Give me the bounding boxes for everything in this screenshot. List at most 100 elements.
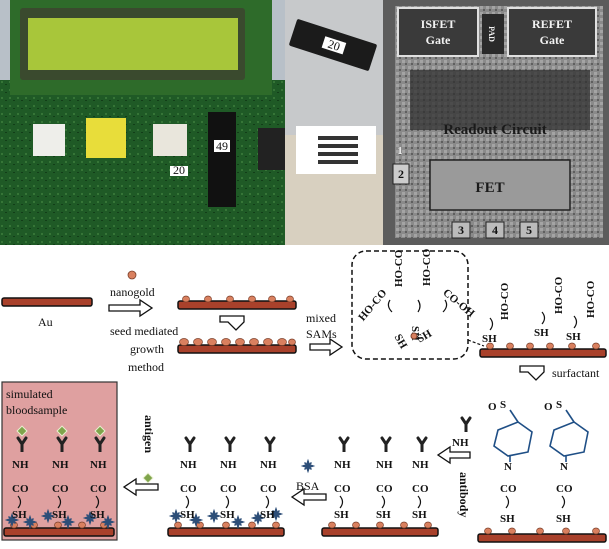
blood-co-3: CO — [90, 483, 107, 495]
arrow-down-surfactant — [519, 365, 545, 381]
nhs-s-2: S — [556, 399, 562, 411]
zoom-sh-2: SH — [392, 332, 410, 351]
seed-label-3: method — [128, 360, 164, 374]
nhs-sh-1: SH — [500, 513, 515, 525]
sams-label: SAMs — [306, 327, 337, 341]
fet-label: FET — [475, 180, 504, 196]
surfactant-label: surfactant — [552, 366, 600, 380]
sam-ho-co-3: HO-CO — [585, 280, 597, 318]
arrow-nanogold — [108, 298, 154, 318]
bsa-label: BSA — [296, 479, 320, 493]
seed-label-2: growth — [130, 342, 164, 356]
photo-board: 49 20 — [0, 0, 285, 245]
nhs-s-1: S — [500, 399, 506, 411]
blood-nh-2: NH — [52, 459, 69, 471]
antigen-label: antigen — [142, 415, 156, 453]
photo-die: ISFET Gate PAD REFET Gate Readout Circui… — [383, 0, 609, 245]
refet-gate — [507, 7, 597, 57]
connector — [258, 128, 285, 170]
ab-co-1: CO — [334, 483, 351, 495]
isfet-label: ISFET — [421, 17, 456, 31]
bsa-co-2: CO — [220, 483, 237, 495]
au-label: Au — [38, 315, 53, 329]
refet-label: REFET — [532, 17, 572, 31]
board-label-1: 49 — [216, 139, 228, 153]
zoom-ho-co-3: HO-CO — [356, 287, 389, 324]
sam-ho-co-2: HO-CO — [553, 276, 565, 314]
ab-sh-3: SH — [412, 509, 427, 521]
blood-nh-3: NH — [90, 459, 107, 471]
bsa-substrate: NH NH NH CO CO CO SH SH SH — [167, 436, 285, 537]
seeded-substrate — [177, 295, 297, 310]
seed-label-1: seed mediated — [110, 324, 178, 338]
nanogold-label: nanogold — [110, 285, 155, 299]
nanogold-dot — [127, 270, 137, 280]
blood-sh-3: SH — [90, 509, 105, 521]
isfet-gate — [397, 7, 479, 57]
bsa-co-3: CO — [260, 483, 277, 495]
grown-substrate — [177, 338, 297, 354]
pad-label: PAD — [487, 26, 496, 42]
pad-3: 3 — [458, 223, 464, 237]
pad-5: 5 — [526, 223, 532, 237]
nhs-n-2: N — [560, 461, 568, 473]
sam-zoom-box: HO-CO HO-CO HO-CO CO-OH SH SH SH — [351, 248, 485, 360]
simulated-label: simulated — [6, 387, 53, 401]
nhs-co-2: CO — [556, 483, 573, 495]
ic-socket — [208, 112, 236, 207]
pad-4: 4 — [492, 223, 498, 237]
blood-co-1: CO — [12, 483, 29, 495]
nhs-sh-2: SH — [556, 513, 571, 525]
bsa-nh-1: NH — [180, 459, 197, 471]
chip-label: 20 — [326, 37, 342, 54]
ab-sh-2: SH — [376, 509, 391, 521]
bloodsample-label: bloodsample — [6, 403, 67, 417]
sam-sh-3: SH — [566, 331, 581, 343]
bsa-nh-3: NH — [260, 459, 277, 471]
isfet-gate-label: Gate — [426, 33, 451, 47]
arrow-antigen — [122, 477, 159, 497]
sam-sh-2: SH — [534, 327, 549, 339]
button-white-left — [33, 124, 65, 156]
ab-co-3: CO — [412, 483, 429, 495]
bsa-sh-2: SH — [220, 509, 235, 521]
refet-gate-label: Gate — [540, 33, 565, 47]
lcd-screen — [28, 18, 238, 70]
zoom-ho-co-1: HO-CO — [393, 249, 405, 287]
bsa-nh-2: NH — [220, 459, 237, 471]
au-substrate: Au — [1, 297, 93, 329]
blood-co-2: CO — [52, 483, 69, 495]
ab-nh-2: NH — [376, 459, 393, 471]
arrow-down-seed — [219, 315, 245, 331]
arrow-nh: NH — [452, 437, 469, 449]
sam-sh-1: SH — [482, 333, 497, 345]
antibody-label: antibody — [457, 472, 471, 517]
nhs-co-1: CO — [500, 483, 517, 495]
button-white-right — [153, 124, 187, 156]
ab-co-2: CO — [376, 483, 393, 495]
ab-sh-1: SH — [334, 509, 349, 521]
antibody-substrate: NH NH NH CO CO CO SH SH SH — [321, 436, 439, 537]
photo-chip: 20 — [285, 0, 383, 245]
board-label-2: 20 — [173, 163, 185, 177]
blood-nh-1: NH — [12, 459, 29, 471]
nhs-n-1: N — [504, 461, 512, 473]
blood-sh-2: SH — [52, 509, 67, 521]
bsa-co-1: CO — [180, 483, 197, 495]
nhs-o-2: O — [544, 401, 553, 413]
sam-ho-co-1: HO-CO — [499, 282, 511, 320]
pad-2: 2 — [398, 167, 404, 181]
blood-sample-panel: simulated bloodsample NH NH NH CO CO CO … — [1, 381, 118, 541]
flex-cable — [296, 126, 376, 174]
ab-nh-3: NH — [412, 459, 429, 471]
zoom-ho-co-2: HO-CO — [421, 248, 433, 286]
arrow-mixed-sams — [309, 337, 344, 357]
nhs-o-1: O — [488, 401, 497, 413]
ab-nh-1: NH — [334, 459, 351, 471]
activated-substrate: S S O O N N CO CO SH SH — [477, 399, 607, 543]
bsa-sh-1: SH — [180, 509, 195, 521]
mixed-label: mixed — [306, 311, 336, 325]
arrow-antibody — [436, 445, 471, 465]
button-yellow — [86, 118, 126, 158]
